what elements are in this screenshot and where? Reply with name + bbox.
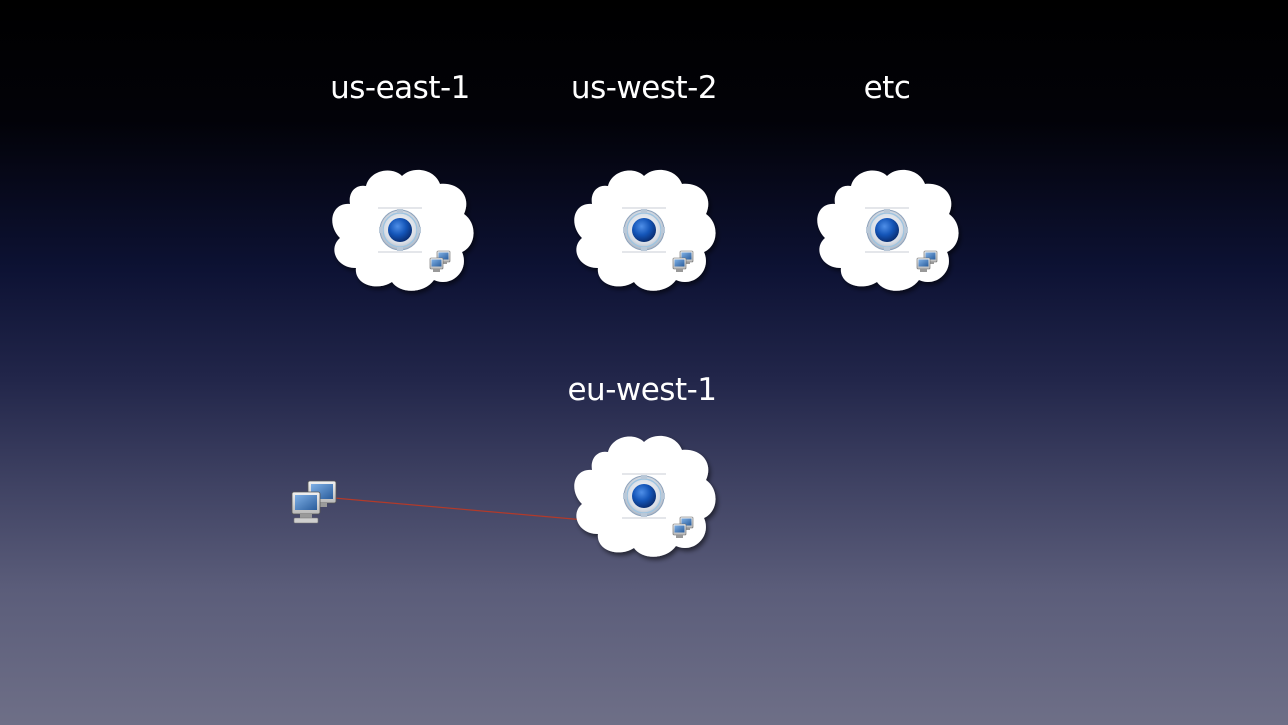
server-pair-icon bbox=[916, 250, 938, 272]
server-pair-icon bbox=[672, 250, 694, 272]
region-cloud-eu-west-1 bbox=[568, 430, 720, 558]
router-hub-icon bbox=[378, 207, 422, 253]
router-hub-icon bbox=[622, 207, 666, 253]
region-label-etc: etc bbox=[863, 70, 911, 106]
region-label-us-east-1: us-east-1 bbox=[330, 70, 470, 106]
region-cloud-etc bbox=[811, 164, 963, 292]
client-computers-icon bbox=[291, 480, 337, 524]
server-pair-icon bbox=[672, 516, 694, 538]
server-pair-icon bbox=[429, 250, 451, 272]
region-cloud-us-east-1 bbox=[326, 164, 478, 292]
router-hub-icon bbox=[865, 207, 909, 253]
region-label-eu-west-1: eu-west-1 bbox=[567, 372, 717, 408]
region-cloud-us-west-2 bbox=[568, 164, 720, 292]
region-label-us-west-2: us-west-2 bbox=[570, 70, 718, 106]
router-hub-icon bbox=[622, 473, 666, 519]
